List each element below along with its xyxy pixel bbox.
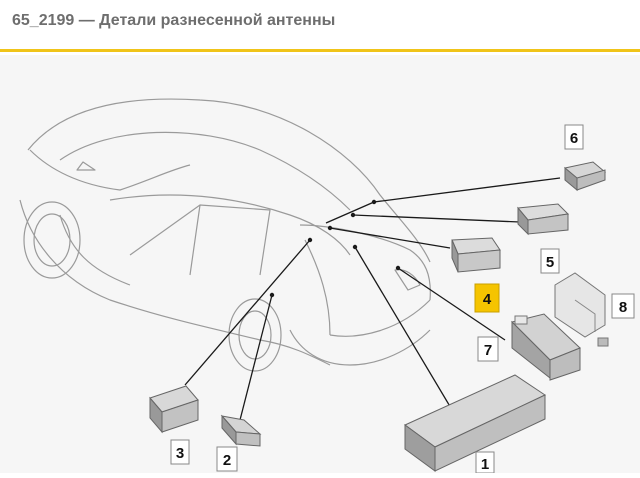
callout-3-label: 3 <box>176 445 184 462</box>
antenna-parts-diagram: 6 5 4 8 7 3 2 1 <box>0 55 640 474</box>
part-2-antenna-module <box>220 414 262 447</box>
callout-1: 1 <box>475 451 495 474</box>
leader-dots <box>269 199 401 298</box>
part-7-control-unit <box>511 313 581 381</box>
part-5-antenna-amplifier <box>517 203 570 236</box>
callout-7: 7 <box>477 336 499 362</box>
callout-8-label: 8 <box>619 299 627 316</box>
callout-8: 8 <box>611 293 635 319</box>
part-4-antenna-amplifier <box>451 237 501 273</box>
part-6-antenna-module <box>563 161 607 192</box>
diagram-canvas: 6 5 4 8 7 3 2 1 <box>19 98 635 474</box>
callout-3: 3 <box>170 439 190 465</box>
callout-2: 2 <box>216 446 238 472</box>
callout-2-label: 2 <box>223 452 231 469</box>
callout-1-label: 1 <box>481 456 489 473</box>
callout-4-label: 4 <box>483 291 492 308</box>
callout-5: 5 <box>540 248 560 274</box>
vehicle-outline <box>19 98 431 372</box>
callout-6: 6 <box>564 124 584 150</box>
page-header: 65_2199 — Детали разнесенной антенны <box>0 0 640 52</box>
part-8-bracket <box>554 272 609 347</box>
part-3-antenna-module <box>149 385 199 434</box>
callout-6-label: 6 <box>570 130 578 147</box>
callout-4: 4 <box>474 283 500 313</box>
callout-5-label: 5 <box>546 254 554 271</box>
callout-7-label: 7 <box>484 342 492 359</box>
page-title: 65_2199 — Детали разнесенной антенны <box>12 12 336 29</box>
part-1-receiver <box>404 374 547 472</box>
